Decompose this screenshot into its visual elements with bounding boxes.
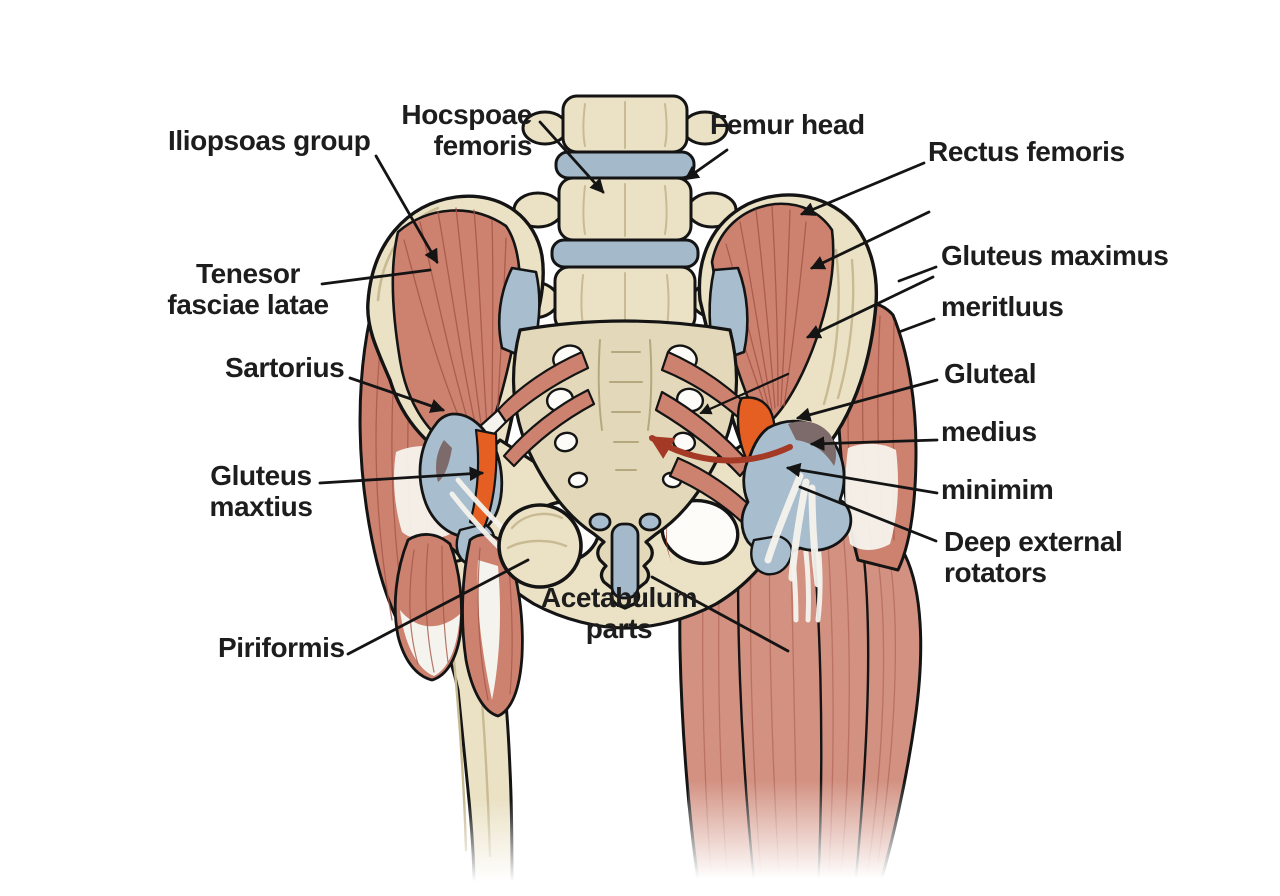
leader-hocspoae-femoris (538, 120, 605, 194)
leader-lines (318, 120, 939, 656)
leader-stub-gluteus-maximus (897, 265, 938, 283)
leader-minimim (785, 462, 939, 495)
pubic-symphysis (588, 512, 662, 600)
leader-gluteal (795, 378, 939, 422)
label-gluteus-maximus: Gluteus maximus (941, 240, 1169, 271)
label-sartorius: Sartorius (225, 352, 345, 383)
leader-piriformis (346, 558, 530, 656)
label-gluteal: Gluteal (944, 358, 1037, 389)
leader-acetabulum-parts (650, 575, 790, 653)
left-leg-fade (392, 800, 528, 896)
label-piriformis: Piriformis (218, 632, 345, 663)
leader-gluteus-maximus (810, 210, 931, 270)
label-femur-head: Femur head (710, 109, 865, 140)
leader-medius (809, 436, 939, 451)
leader-sartorius (348, 376, 446, 413)
label-medius: medius (941, 416, 1037, 447)
leader-deep-external-rotators (798, 485, 938, 543)
red-curved-arrow (648, 435, 793, 464)
label-meritluus: meritluus (941, 291, 1064, 322)
leader-gluteus-maxtius (318, 466, 485, 485)
femoral-head-ball (497, 503, 583, 589)
label-deep-external-rotators: Deep external rotators (944, 526, 1123, 588)
leader-iliopsoas-group (374, 154, 439, 264)
leader-stub-meritluus (897, 317, 936, 334)
label-rectus-femoris: Rectus femoris (928, 136, 1125, 167)
label-gluteus-maxtius: Gluteus maxtius (209, 460, 313, 522)
label-hocspoae-femoris: Hocspoae femoris (401, 99, 532, 161)
label-tenesor-fasciae-latae: Tenesor fasciae latae (167, 258, 329, 320)
left-iliac-wing (366, 194, 545, 472)
leader-rectus-femoris (799, 161, 926, 216)
sacrum-pointer-arrow (699, 372, 790, 415)
label-iliopsoas-group: Iliopsoas group (168, 125, 371, 156)
right-leg-fade (688, 780, 924, 896)
label-acetabulum-parts: Acetabulum parts (540, 582, 698, 644)
leader-femur-head (684, 148, 729, 181)
leader-meritluus (806, 275, 935, 339)
leader-tenesor-fasciae-latae (320, 268, 432, 286)
label-minimim: minimim (941, 474, 1054, 505)
